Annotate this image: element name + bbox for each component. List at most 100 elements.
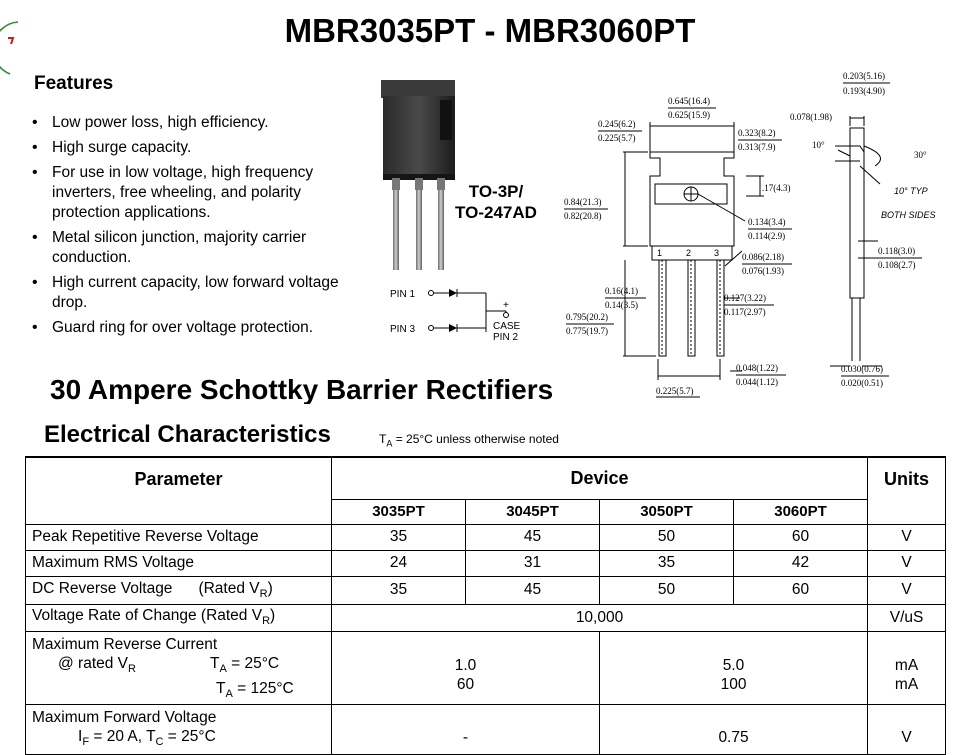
row-label: DC Reverse Voltage(Rated VR) [25, 575, 332, 605]
dim-label: 0.775(19.7) [566, 326, 608, 336]
plus-label: + [503, 300, 509, 311]
cell-value: 50 [599, 575, 734, 605]
cell-value: - [331, 703, 600, 755]
pin-number: 1 [657, 248, 662, 258]
cell-unit: V [867, 523, 947, 551]
features-heading: Features [34, 73, 114, 94]
feature-item: Metal silicon junction, majority carrier… [32, 228, 344, 268]
row-label: Voltage Rate of Change (Rated VR) [25, 603, 332, 632]
dim-label: 0.108(2.7) [878, 260, 916, 270]
pin-schematic: PIN 1 PIN 3 + CASE PIN 2 [390, 289, 521, 343]
features-list: Low power loss, high efficiency. High su… [32, 113, 344, 343]
cell-unit: V [867, 549, 947, 577]
package-name: TO-3P/ TO-247AD [441, 181, 551, 223]
product-line-title: 30 Ampere Schottky Barrier Rectifiers [50, 374, 554, 404]
cell-value: 35 [331, 575, 466, 605]
dimension-drawing: 0.203(5.16) 0.193(4.90) 0.645(16.4) 0.62… [564, 71, 936, 398]
dim-label: 0.245(6.2) [598, 119, 636, 129]
feature-item: High current capacity, low forward volta… [32, 273, 344, 313]
pin-number: 3 [714, 248, 719, 258]
units-header: Units [867, 456, 947, 525]
feature-item: Low power loss, high efficiency. [32, 113, 344, 133]
device-col-header: 3050PT [599, 498, 734, 525]
diode-icon [449, 289, 457, 297]
cell-value: 35 [599, 549, 734, 577]
temperature-note: TA = 25°C unless otherwise noted [379, 432, 559, 449]
cell-value: 50 [599, 523, 734, 551]
dim-label: 0.118(3.0) [878, 246, 915, 256]
electrical-characteristics-table: Parameter Device Units 3035PT 3045PT 305… [25, 456, 947, 755]
cell-unit: V [867, 575, 947, 605]
dim-label: 0.84(21.3) [564, 197, 602, 207]
device-col-header: 3060PT [732, 498, 869, 525]
typ-label: 10° TYP [894, 186, 928, 196]
dim-label: 0.323(8.2) [738, 128, 776, 138]
logo-mark [0, 21, 19, 75]
dim-label: 0.14(3.5) [605, 300, 638, 310]
dim-label: 0.82(20.8) [564, 211, 602, 221]
table-row: Maximum Reverse Current @ rated VR TA = … [25, 630, 947, 705]
angle-label: 10° [812, 140, 825, 150]
dim-label: 0.313(7.9) [738, 142, 776, 152]
dim-label: 0.117(2.97) [724, 307, 766, 317]
feature-item: Guard ring for over voltage protection. [32, 318, 344, 338]
dim-label: 0.225(5.7) [598, 133, 636, 143]
device-col-header: 3035PT [331, 498, 466, 525]
dim-label: 0.625(15.9) [668, 110, 710, 120]
dim-label: 0.044(1.12) [736, 377, 778, 387]
dim-label: 0.086(2.18) [742, 252, 784, 262]
electrical-characteristics-heading: Electrical Characteristics [44, 421, 331, 448]
feature-item: For use in low voltage, high frequency i… [32, 163, 344, 223]
cell-unit: V [867, 703, 947, 755]
table-row: Peak Repetitive Reverse Voltage 35 45 50… [25, 523, 947, 551]
cell-value: 0.75 [598, 703, 869, 755]
cell-value: 31 [465, 549, 600, 577]
dim-label: 0.645(16.4) [668, 96, 710, 106]
dim-label: 0.225(5.7) [656, 386, 694, 396]
dim-label: 0.030(0.76) [841, 364, 883, 374]
cell-value: 10,000 [330, 603, 869, 632]
package-name-line2: TO-247AD [455, 203, 537, 222]
dim-label: 0.020(0.51) [841, 378, 883, 388]
dim-label: 0.078(1.98) [790, 112, 832, 122]
case-label: CASE [493, 321, 521, 332]
cell-value: 42 [732, 549, 869, 577]
pin1-label: PIN 1 [390, 289, 415, 300]
dim-label: 0.048(1.22) [736, 363, 778, 373]
parameter-header: Parameter [25, 456, 332, 525]
table-row: DC Reverse Voltage(Rated VR) 35 45 50 60… [25, 575, 947, 605]
package-name-line1: TO-3P/ [468, 182, 524, 201]
dim-label: 0.795(20.2) [566, 312, 608, 322]
cell-value: 45 [465, 575, 600, 605]
dim-label: .17(4.3) [762, 183, 791, 193]
row-label: Maximum Reverse Current @ rated VR TA = … [25, 630, 332, 705]
dim-label: 0.193(4.90) [843, 86, 885, 96]
page-title: MBR3035PT - MBR3060PT [284, 12, 696, 49]
table-row: Maximum Forward Voltage IF = 20 A, TC = … [25, 703, 947, 755]
dim-label: 0.076(1.93) [742, 266, 784, 276]
diode-icon [449, 324, 457, 332]
dim-label: 0.203(5.16) [843, 71, 885, 81]
dim-label: 0.134(3.4) [748, 217, 786, 227]
dim-label: 0.16(4.1) [605, 286, 638, 296]
cell-value: 60 [732, 575, 869, 605]
dim-label: 0.127(3.22) [724, 293, 766, 303]
pin-number: 2 [686, 248, 691, 258]
feature-item: High surge capacity. [32, 138, 344, 158]
dim-label: 0.114(2.9) [748, 231, 785, 241]
device-header: Device [330, 456, 869, 500]
cell-value: 60 [732, 523, 869, 551]
row-label: Peak Repetitive Reverse Voltage [25, 523, 332, 551]
pin3-label: PIN 3 [390, 324, 415, 335]
table-row: Voltage Rate of Change (Rated VR) 10,000… [25, 603, 947, 632]
package-image [381, 80, 455, 270]
both-sides-label: BOTH SIDES [881, 210, 936, 220]
cell-value: 35 [331, 523, 466, 551]
case-pin2-label: PIN 2 [493, 332, 518, 343]
cell-unit: V/uS [867, 603, 947, 632]
row-label: Maximum Forward Voltage IF = 20 A, TC = … [25, 703, 332, 755]
cell-value: 45 [465, 523, 600, 551]
